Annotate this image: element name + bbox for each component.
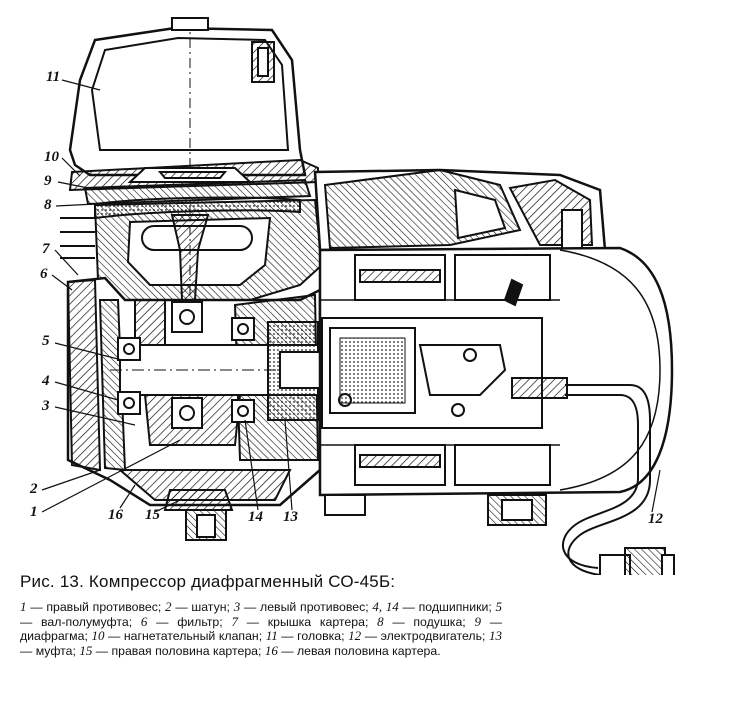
legend-number: 9: [474, 613, 481, 629]
legend-number: 15: [79, 642, 93, 658]
legend-entry: 13 — муфта;: [20, 628, 502, 658]
callout-13: 13: [283, 509, 298, 525]
legend-entry: 6 — фильтр;: [140, 613, 232, 629]
legend-number: 4, 14: [372, 599, 399, 614]
legend-number: 2: [165, 599, 172, 614]
legend-entry: 12 — электродвигатель;: [348, 628, 489, 644]
callout-7: 7: [42, 241, 50, 257]
legend-number: 13: [489, 628, 502, 644]
legend-number: 7: [231, 613, 238, 629]
legend-number: 3: [233, 599, 241, 614]
legend-entry: 8 — подушка;: [377, 613, 475, 629]
legend-entry: 7 — крышка картера;: [231, 613, 378, 629]
legend-text: — правый противовес;: [26, 600, 166, 614]
callout-10: 10: [44, 149, 59, 165]
power-cable: [561, 384, 675, 575]
legend-number: 11: [265, 628, 278, 644]
legend-entry: 9 — диафрагма;: [20, 613, 503, 644]
figure-legend: 1 — правый противовес; 2 — шатун; 3 — ле…: [20, 599, 503, 658]
legend-text: — фильтр;: [147, 614, 232, 629]
compressor-diagram: [41, 17, 675, 575]
legend-text: — головка;: [277, 629, 349, 644]
callout-1: 1: [30, 504, 38, 520]
legend-entry: 11 — головка;: [265, 628, 349, 644]
legend-entry: 5 — вал-полумуфта;: [20, 599, 503, 629]
figure-caption-title: Рис. 13. Компрессор диафрагменный СО-45Б…: [20, 572, 396, 591]
legend-entry: 4, 14 — подшипники;: [372, 599, 496, 614]
legend-text: — подшипники;: [398, 600, 496, 614]
legend-text: — нагнетательный клапан;: [104, 629, 266, 644]
callout-12: 12: [648, 511, 663, 527]
callout-15: 15: [145, 507, 160, 523]
legend-entry: 3 — левый противовес;: [233, 599, 373, 614]
legend-text: — шатун;: [171, 600, 234, 614]
crankcase: [66, 276, 600, 541]
legend-entry: 1 — правый противовес;: [20, 599, 166, 614]
legend-number: 10: [91, 628, 105, 644]
legend-text: — вал-полумуфта;: [20, 614, 141, 629]
legend-number: 12: [348, 628, 362, 644]
legend-number: 8: [377, 613, 384, 629]
callout-8: 8: [44, 197, 52, 213]
legend-number: 6: [140, 613, 148, 629]
callout-5: 5: [42, 333, 50, 349]
callout-6: 6: [40, 266, 48, 282]
callout-9: 9: [44, 173, 52, 189]
legend-text: — крышка картера;: [237, 614, 378, 629]
cylinder-block: [60, 198, 324, 450]
legend-entry: 16 — левая половина картера.: [264, 642, 441, 658]
crankcase-top: [313, 168, 607, 252]
callout-3: 3: [42, 398, 50, 414]
electric-motor: [318, 246, 674, 526]
callout-16: 16: [108, 507, 123, 523]
legend-entry: 15 — правая половина картера;: [79, 642, 265, 658]
legend-text: — электродвигатель;: [361, 629, 489, 644]
callout-2: 2: [30, 481, 38, 497]
legend-text: — диафрагма;: [20, 614, 503, 644]
callout-4: 4: [42, 373, 50, 389]
leader-lines: [41, 79, 661, 513]
legend-number: 16: [264, 642, 278, 658]
legend-entry: 2 — шатун;: [165, 599, 234, 614]
legend-text: — левый противовес;: [240, 600, 373, 614]
legend-number: 5: [495, 599, 503, 614]
compressor-head: [68, 17, 307, 180]
legend-number: 1: [20, 599, 27, 614]
callout-11: 11: [46, 69, 61, 85]
callout-14: 14: [248, 509, 263, 525]
legend-text: — левая половина картера.: [277, 643, 441, 658]
legend-text: — правая половина картера;: [92, 643, 265, 658]
legend-text: — муфта;: [20, 643, 80, 658]
legend-entry: 10 — нагнетательный клапан;: [91, 628, 266, 644]
legend-text: — подушка;: [383, 614, 475, 629]
